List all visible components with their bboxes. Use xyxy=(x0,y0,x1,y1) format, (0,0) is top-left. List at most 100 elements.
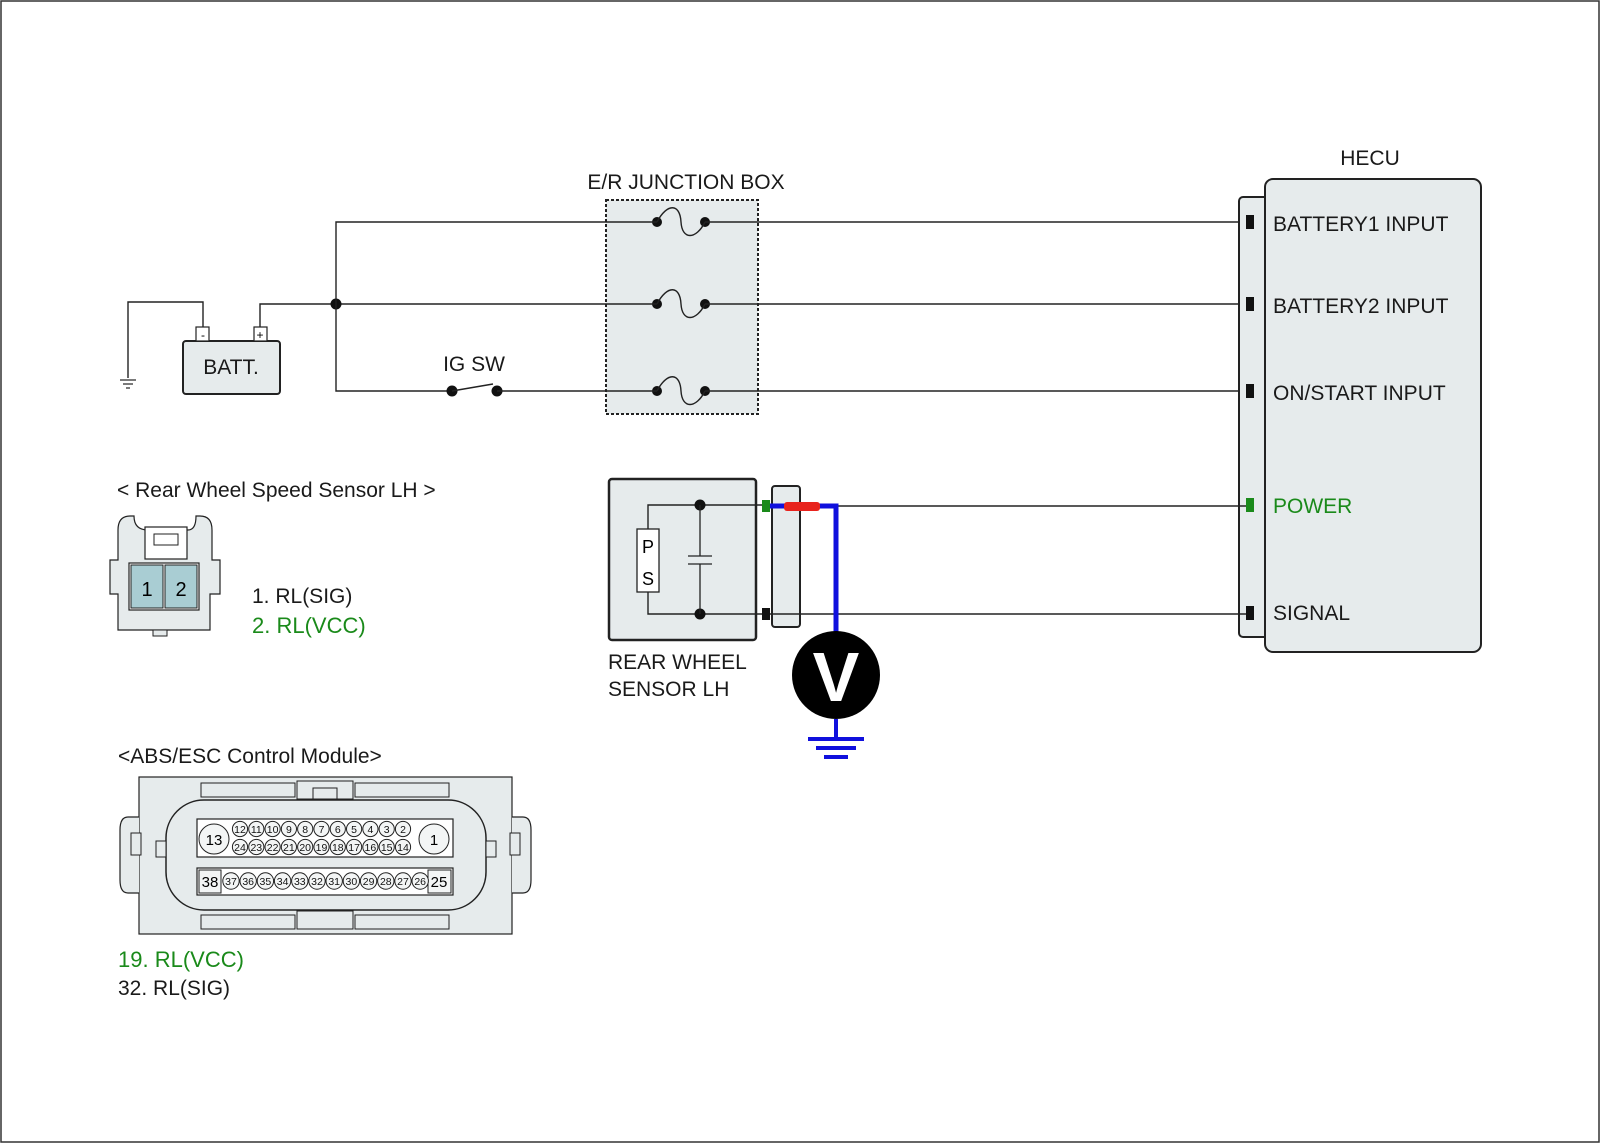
module-pin-26 xyxy=(411,872,429,890)
wire-battery2-feed xyxy=(259,303,657,327)
module-pin-10 xyxy=(264,820,281,838)
module-connector-face xyxy=(119,776,532,935)
module-pin-16 xyxy=(362,838,379,856)
module-pin-22 xyxy=(264,838,281,856)
module-pin-label-9: 9 xyxy=(286,824,292,836)
hecu-pin-power xyxy=(1246,498,1254,512)
wire-battery1-feed xyxy=(335,221,657,304)
voltmeter xyxy=(792,631,880,719)
module-pin-27 xyxy=(394,872,412,890)
module-pin-20 xyxy=(297,838,314,856)
module-pin-23 xyxy=(248,838,265,856)
module-pin-label-32: 32 xyxy=(311,876,323,888)
junction-box xyxy=(605,199,759,415)
sensor-connector-pin1: 1 xyxy=(141,579,152,601)
module-pin-label-11: 11 xyxy=(251,824,262,836)
module-pin-5 xyxy=(346,820,363,838)
chassis-ground-icon xyxy=(120,379,136,389)
sensor-internal-circuit xyxy=(636,499,766,620)
module-pin-label-20: 20 xyxy=(299,842,311,854)
module-pin-label-5: 5 xyxy=(351,824,357,836)
module-pin-label-18: 18 xyxy=(332,842,344,854)
module-pin-32 xyxy=(308,872,326,890)
module-pin-label-25: 25 xyxy=(431,874,448,891)
sensor-connector-legend-1: 1. RL(SIG) xyxy=(252,585,352,608)
module-pin-label-19: 19 xyxy=(316,842,328,854)
module-pin-11 xyxy=(248,820,265,838)
module-pin-label-6: 6 xyxy=(335,824,341,836)
wire-ig-feed xyxy=(335,304,452,392)
module-pin-21 xyxy=(280,838,297,856)
module-pin-24 xyxy=(231,838,249,856)
module-pin-7 xyxy=(313,820,330,838)
module-pin-31 xyxy=(325,872,343,890)
probe-tip xyxy=(784,502,820,511)
sensor-label-line1: REAR WHEEL xyxy=(608,651,747,674)
module-pin-label-2: 2 xyxy=(400,824,406,836)
sensor-connector-title: < Rear Wheel Speed Sensor LH > xyxy=(117,479,436,502)
module-pin-label-26: 26 xyxy=(414,876,426,888)
module-pin-34 xyxy=(273,872,292,890)
module-pin-8 xyxy=(297,820,314,838)
module-pin-38 xyxy=(198,869,222,894)
module-pin-label-30: 30 xyxy=(346,876,358,888)
module-pin-3 xyxy=(378,820,395,838)
module-pin-label-31: 31 xyxy=(328,876,340,888)
module-pin-label-33: 33 xyxy=(294,876,306,888)
module-pin-label-22: 22 xyxy=(267,842,279,854)
module-pin-label-29: 29 xyxy=(363,876,375,888)
battery-label: BATT. xyxy=(203,356,259,379)
hecu-pin-battery2 xyxy=(1246,297,1254,311)
sensor-connector-shell xyxy=(771,485,801,628)
module-pin-30 xyxy=(342,872,361,890)
module-pin-33 xyxy=(291,872,309,890)
hecu-label-battery1: BATTERY1 INPUT xyxy=(1273,213,1449,236)
module-pin-label-21: 21 xyxy=(283,842,295,854)
module-pin-18 xyxy=(329,838,346,856)
hecu-pin-battery1 xyxy=(1246,215,1254,229)
hecu-title: HECU xyxy=(1340,147,1400,170)
ps-letter-s: S xyxy=(642,569,654,589)
module-pin-label-35: 35 xyxy=(260,876,272,888)
rear-wheel-sensor xyxy=(607,477,758,642)
module-pin-28 xyxy=(377,872,395,890)
module-pin-14 xyxy=(394,838,412,856)
module-pin-label-1: 1 xyxy=(430,832,438,849)
sensor-connector-legend-2: 2. RL(VCC) xyxy=(252,613,366,638)
hecu-pin-on-start xyxy=(1246,384,1254,398)
module-pin-label-4: 4 xyxy=(367,824,373,836)
sensor-pin-power xyxy=(762,500,770,512)
hecu-label-battery2: BATTERY2 INPUT xyxy=(1273,295,1449,318)
module-pin-label-8: 8 xyxy=(302,824,308,836)
sensor-label-line2: SENSOR LH xyxy=(608,678,729,701)
module-pin-19 xyxy=(313,838,330,856)
ps-letter-p: P xyxy=(642,537,654,557)
hecu-label-on-start: ON/START INPUT xyxy=(1273,382,1446,405)
ground-symbol-icon xyxy=(808,737,864,759)
ig-switch-label: IG SW xyxy=(443,353,505,376)
module-connector-legend-1: 19. RL(VCC) xyxy=(118,947,244,972)
module-pin-label-15: 15 xyxy=(381,842,393,854)
module-pin-1 xyxy=(418,823,450,855)
hecu-pin-signal xyxy=(1246,606,1254,620)
hecu-box xyxy=(1264,178,1482,653)
module-pin-36 xyxy=(239,872,257,890)
module-pin-15 xyxy=(378,838,395,856)
module-pin-4 xyxy=(362,820,379,838)
sensor-connector-face xyxy=(109,515,221,637)
module-pin-17 xyxy=(346,838,363,856)
module-pin-label-24: 24 xyxy=(234,842,246,854)
hecu-label-signal: SIGNAL xyxy=(1273,602,1350,625)
hecu-label-power: POWER xyxy=(1273,495,1352,518)
module-pin-label-17: 17 xyxy=(348,842,360,854)
module-pin-label-36: 36 xyxy=(242,876,254,888)
module-pin-label-14: 14 xyxy=(397,842,409,854)
module-pin-2 xyxy=(394,820,412,838)
module-pin-label-10: 10 xyxy=(267,824,279,836)
module-pin-label-27: 27 xyxy=(397,876,409,888)
module-pin-label-34: 34 xyxy=(277,876,289,888)
module-connector-title: <ABS/ESC Control Module> xyxy=(118,745,382,768)
module-pin-label-28: 28 xyxy=(380,876,392,888)
